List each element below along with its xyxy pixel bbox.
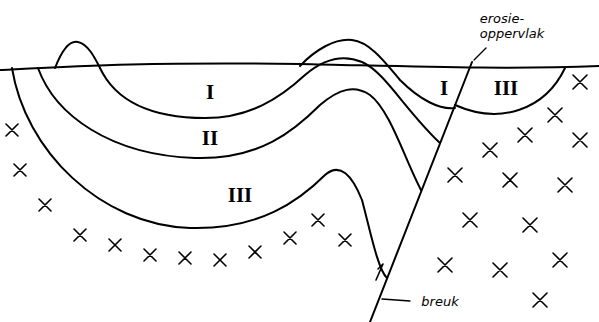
layer-number: III xyxy=(228,185,253,206)
layer-number: III xyxy=(494,78,519,99)
layer-number: I xyxy=(206,82,214,103)
layer-boundary xyxy=(12,68,387,278)
layer-boundary xyxy=(100,58,440,143)
layer-boundary xyxy=(455,68,565,114)
leader-line xyxy=(382,299,410,301)
leader-line xyxy=(474,48,486,60)
fault-label: breuk xyxy=(421,295,458,310)
fault-line xyxy=(370,62,472,322)
movement-arrow xyxy=(376,264,383,280)
layer-number: II xyxy=(202,128,218,149)
surface-label: erosie- oppervlak xyxy=(480,12,545,42)
layer-number: I xyxy=(440,78,448,99)
fold-top-left xyxy=(55,42,100,68)
basement-crosses xyxy=(6,75,587,307)
layer-boundary xyxy=(38,68,421,190)
